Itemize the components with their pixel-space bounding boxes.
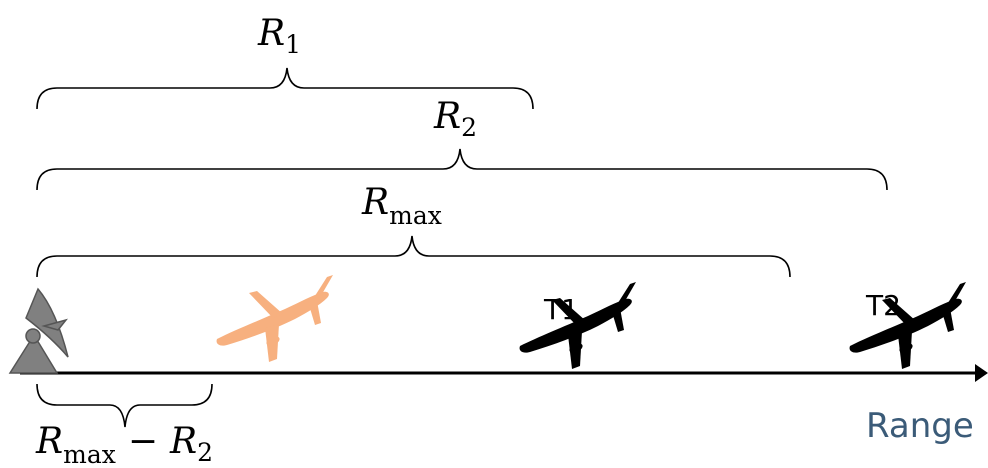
range-axis: [20, 364, 988, 382]
brace-rmax-minus-r2: [36, 383, 213, 428]
ghost-airplane-icon: [216, 275, 333, 362]
label-rmax: Rmax: [361, 182, 442, 230]
target-label-t2: T2: [865, 289, 901, 322]
label-r1: R1: [257, 13, 301, 59]
label-rmax-minus-r2: Rmax−R2: [35, 421, 213, 468]
target-label-t1: T1: [543, 293, 579, 326]
radar-dish-icon: [8, 287, 69, 374]
brace-r2: [36, 148, 888, 191]
axis-label-range: Range: [866, 406, 974, 446]
brace-rmax: [36, 235, 791, 278]
label-r2: R2: [433, 96, 477, 142]
brace-r1: [36, 67, 534, 110]
